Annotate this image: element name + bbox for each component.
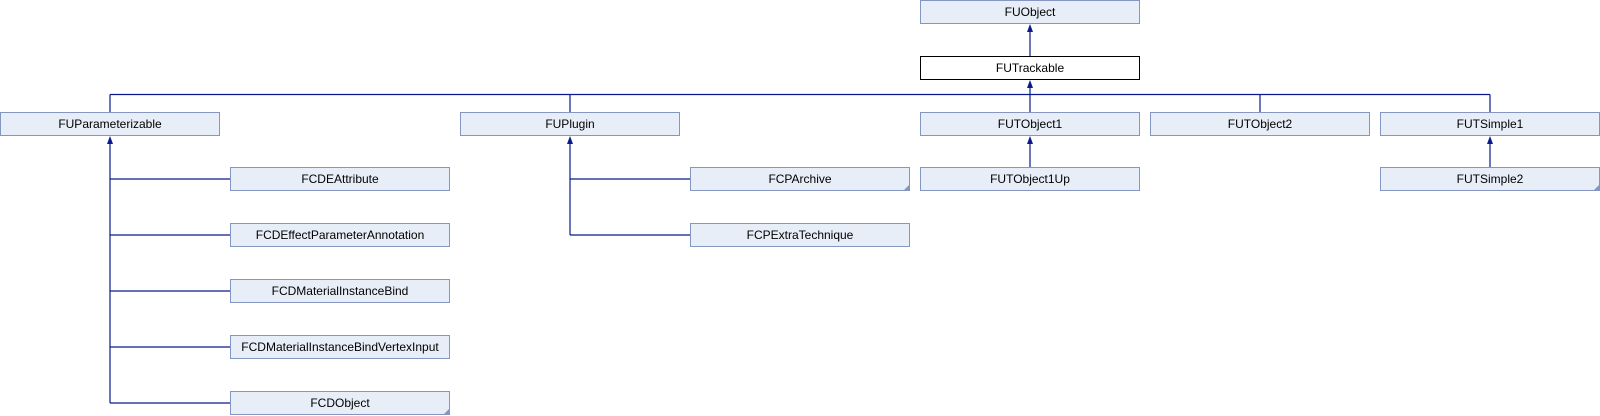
class-label: FUTSimple2: [1457, 172, 1524, 186]
class-node-futsimple2[interactable]: FUTSimple2: [1380, 167, 1600, 191]
more-children-marker: [904, 185, 909, 190]
inheritance-arrowhead: [107, 136, 113, 144]
class-box: [230, 167, 450, 191]
class-node-fcparchive[interactable]: FCPArchive: [690, 167, 910, 191]
inheritance-arrowhead: [1487, 136, 1493, 144]
class-box: [920, 56, 1140, 80]
class-label: FUPlugin: [545, 117, 594, 131]
class-box: [690, 167, 910, 191]
edge-group-fuplugin: [567, 136, 690, 236]
edges-layer: [107, 24, 1493, 404]
class-node-fcdeattribute[interactable]: FCDEAttribute: [230, 167, 450, 191]
edge-group-fuparameterizable: [107, 136, 230, 404]
class-node-fcdmaterialinstancebind[interactable]: FCDMaterialInstanceBind: [230, 279, 450, 303]
class-box: [920, 167, 1140, 191]
class-node-fcdmaterialinstancebindvertexinput[interactable]: FCDMaterialInstanceBindVertexInput: [230, 335, 450, 359]
class-label: FUParameterizable: [58, 117, 162, 131]
inheritance-arrowhead: [1027, 136, 1033, 144]
inheritance-arrowhead: [1027, 80, 1033, 88]
class-node-futobject2[interactable]: FUTObject2: [1150, 112, 1370, 136]
class-label: FCPArchive: [768, 172, 831, 186]
class-box: [460, 112, 680, 136]
class-box: [690, 223, 910, 247]
class-label: FCDEffectParameterAnnotation: [256, 228, 425, 242]
class-node-futrackable[interactable]: FUTrackable: [920, 56, 1140, 80]
more-children-marker: [444, 409, 449, 414]
class-box: [920, 0, 1140, 24]
edge-group-futrackable: [109, 80, 1491, 112]
class-label: FUTObject1: [998, 117, 1063, 131]
class-box: [230, 279, 450, 303]
class-label: FCDMaterialInstanceBind: [272, 284, 409, 298]
more-children-marker: [1594, 185, 1599, 190]
class-label: FCDMaterialInstanceBindVertexInput: [241, 340, 439, 354]
class-box: [230, 223, 450, 247]
class-label: FUTObject1Up: [990, 172, 1070, 186]
inheritance-arrowhead: [567, 136, 573, 144]
class-node-fcdeffectparameterannotation[interactable]: FCDEffectParameterAnnotation: [230, 223, 450, 247]
class-box: [920, 112, 1140, 136]
class-label: FCDObject: [310, 396, 370, 410]
class-node-futobject1[interactable]: FUTObject1: [920, 112, 1140, 136]
edge-group-futsimple1: [1487, 136, 1493, 167]
class-label: FCDEAttribute: [301, 172, 379, 186]
class-node-fuplugin[interactable]: FUPlugin: [460, 112, 680, 136]
class-label: FUObject: [1005, 5, 1056, 19]
class-node-fcdobject[interactable]: FCDObject: [230, 391, 450, 415]
class-node-futobject1up[interactable]: FUTObject1Up: [920, 167, 1140, 191]
class-label: FUTrackable: [996, 61, 1065, 75]
class-node-fuparameterizable[interactable]: FUParameterizable: [0, 112, 220, 136]
class-node-fuobject[interactable]: FUObject: [920, 0, 1140, 24]
class-label: FUTObject2: [1228, 117, 1293, 131]
class-label: FCPExtraTechnique: [747, 228, 854, 242]
edge-group-fuobject: [1027, 24, 1033, 56]
inheritance-arrowhead: [1027, 24, 1033, 32]
class-box: [230, 335, 450, 359]
class-box: [1150, 112, 1370, 136]
class-label: FUTSimple1: [1457, 117, 1524, 131]
class-node-futsimple1[interactable]: FUTSimple1: [1380, 112, 1600, 136]
class-box: [230, 391, 450, 415]
class-box: [0, 112, 220, 136]
edge-group-futobject1: [1027, 136, 1033, 167]
class-node-fcpextratechnique[interactable]: FCPExtraTechnique: [690, 223, 910, 247]
